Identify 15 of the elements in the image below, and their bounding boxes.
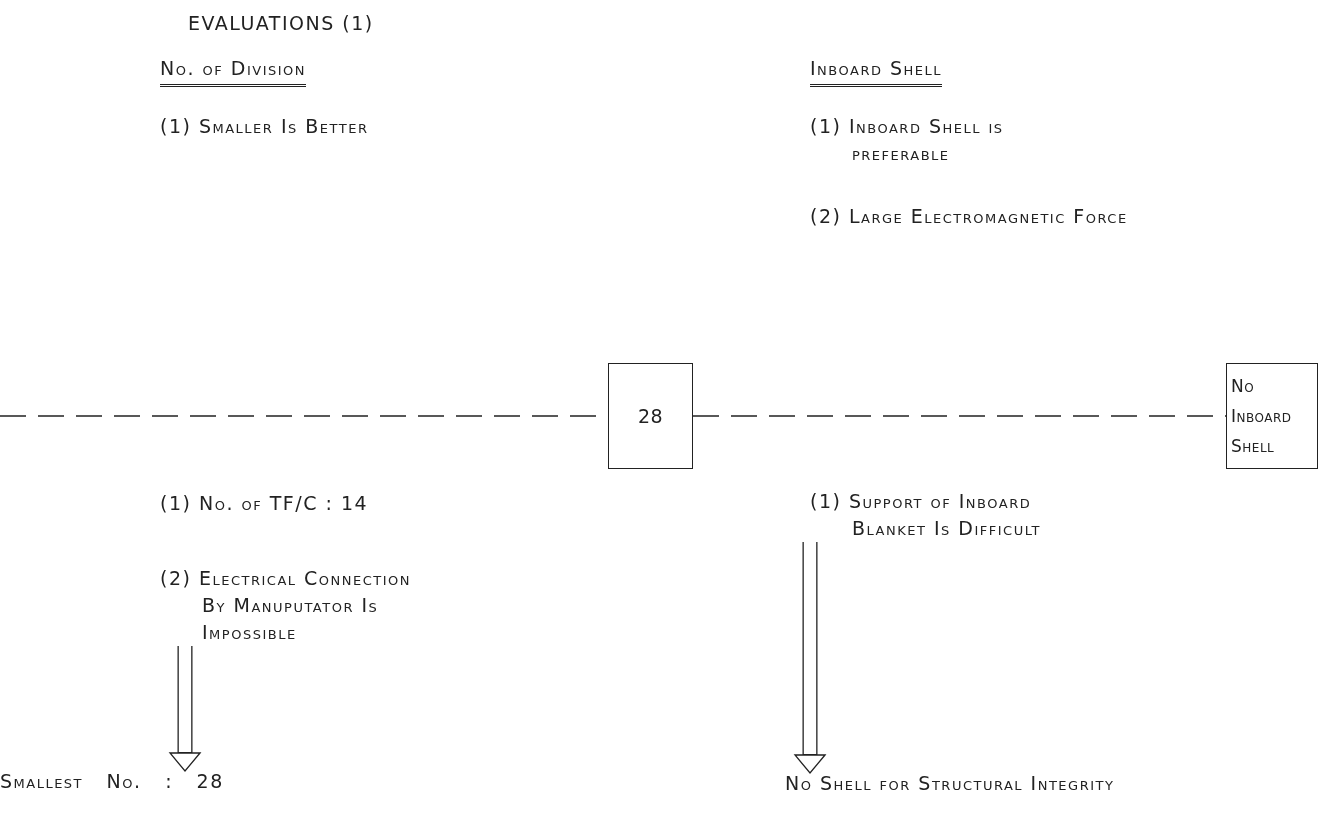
- heading: Inboard Shell: [810, 55, 943, 87]
- list-item: (2) Electrical Connection By Manuputator Is Impossible: [160, 565, 442, 646]
- title: EVALUATIONS (1): [188, 11, 374, 36]
- result-text: Smallest No. : 28: [0, 768, 224, 795]
- hollow-arrow: [169, 646, 201, 772]
- list-item: (1) Inboard Shell is preferable: [810, 114, 1005, 166]
- list-item: (2) Large Electromagnetic Force: [810, 204, 1129, 229]
- label-box: No Inboard Shell: [1226, 363, 1318, 469]
- heading: No. of Division: [160, 55, 306, 87]
- list-item: (1) Smaller Is Better: [160, 114, 370, 139]
- list-item: (1) Support of Inboard Blanket Is Difficult: [810, 488, 1092, 542]
- hollow-arrow: [794, 542, 826, 774]
- list-item: (1) No. of TF/C : 14: [160, 491, 370, 516]
- number-box: 28: [608, 363, 693, 469]
- result-text: No Shell for Structural Integrity: [785, 770, 1115, 797]
